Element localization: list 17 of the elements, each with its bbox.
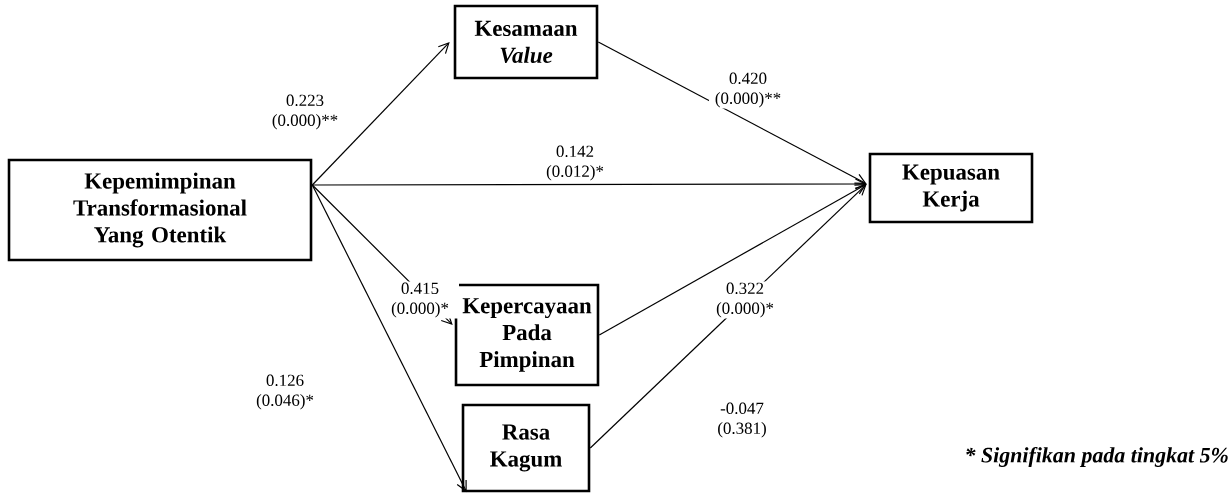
note: * Signifikan pada tingkat 5%: [966, 446, 1228, 468]
arrow: [311, 184, 467, 493]
variable-box: Kepercayaan Pada Pimpinan: [454, 283, 600, 387]
edge-label: 0.322 (0.000)*: [706, 281, 784, 319]
variable-box: Kepemimpinan Transformasional Yang Otentik: [7, 158, 313, 262]
edge-label: 0.142 (0.012)*: [536, 144, 614, 182]
arrow: [598, 184, 867, 336]
edge-label: 0.223 (0.000)**: [266, 93, 344, 131]
edge-label: 0.126 (0.046)*: [246, 373, 324, 411]
edge-label: -0.047 (0.381): [703, 401, 781, 439]
variable-box: Kesamaan Value: [453, 4, 599, 80]
variable-box: Rasa Kagum: [461, 403, 591, 493]
edge-label: 0.415 (0.000)*: [381, 281, 459, 319]
arrow: [311, 42, 450, 186]
variable-box: Kepuasan Kerja: [868, 152, 1034, 224]
edge-label: 0.420 (0.000)**: [709, 71, 787, 109]
arrow: [597, 41, 867, 184]
